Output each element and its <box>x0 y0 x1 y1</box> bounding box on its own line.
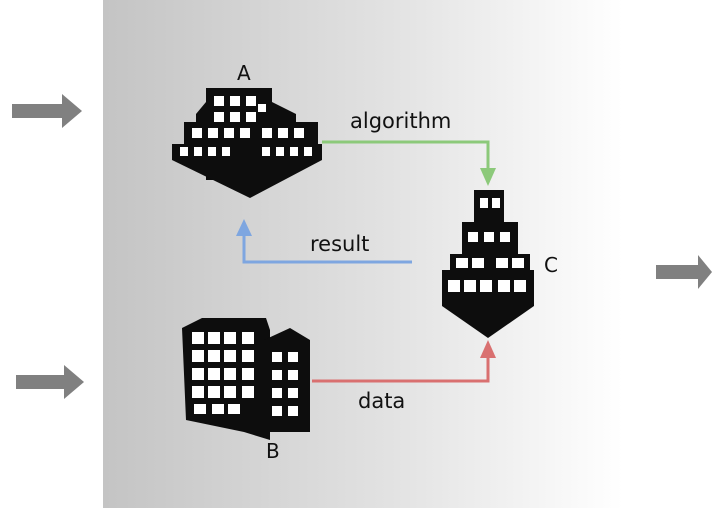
edge-label-algorithm: algorithm <box>350 109 451 133</box>
edge-label-result: result <box>310 232 369 256</box>
background-panel <box>103 0 623 508</box>
output-arrow <box>656 255 712 289</box>
edge-algorithm <box>322 140 496 186</box>
building-c-icon <box>442 190 534 338</box>
node-label-a: A <box>237 61 251 85</box>
edge-result <box>236 219 412 264</box>
input-arrow-bottom <box>16 365 84 399</box>
node-label-c: C <box>544 253 558 277</box>
input-arrow-top <box>12 94 82 128</box>
building-b-icon <box>182 318 310 440</box>
edge-data <box>312 340 496 383</box>
node-label-b: B <box>266 439 280 463</box>
building-a-icon <box>172 88 322 198</box>
edge-label-data: data <box>358 389 405 413</box>
